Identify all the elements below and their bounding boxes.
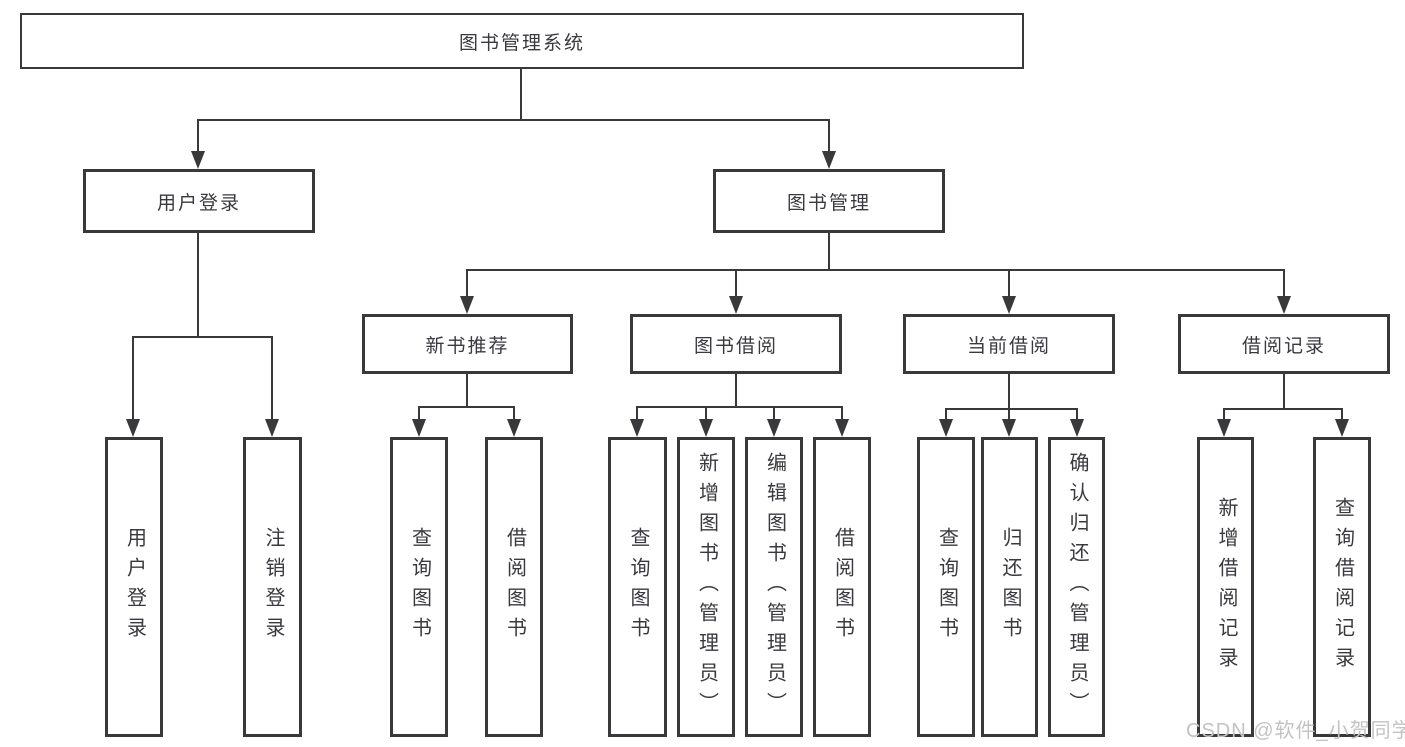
connector-line	[1283, 269, 1285, 298]
connector-line	[132, 336, 273, 338]
leaf-query-book: 查询图书	[917, 437, 975, 737]
csdn-watermark: CSDN @软件_小贺同学	[1186, 720, 1405, 742]
leaf-label: 确认归还（管理员）	[1066, 452, 1088, 722]
connector-line	[1008, 374, 1010, 410]
connector-line	[197, 233, 199, 338]
arrow-down-icon	[191, 151, 205, 169]
leaf-query-borrow-record: 查询借阅记录	[1313, 437, 1371, 737]
arrow-down-icon	[507, 419, 521, 437]
connector-line	[1008, 408, 1010, 421]
connector-line	[828, 233, 830, 271]
leaf-label: 编辑图书（管理员）	[763, 452, 786, 722]
node-library-system: 图书管理系统	[20, 13, 1024, 69]
connector-line	[828, 119, 830, 153]
leaf-borrow-book: 借阅图书	[813, 437, 871, 737]
leaf-label: 借阅图书	[503, 527, 526, 647]
connector-line	[1223, 408, 1225, 421]
connector-line	[1008, 269, 1010, 298]
connector-line	[418, 406, 420, 421]
connector-line	[466, 374, 468, 408]
connector-line	[1341, 408, 1343, 421]
arrow-down-icon	[729, 296, 743, 314]
node-book-borrow: 图书借阅	[630, 314, 842, 374]
connector-line	[466, 269, 468, 298]
leaf-label: 新增图书（管理员）	[695, 452, 718, 722]
connector-line	[841, 406, 843, 421]
leaf-label: 归还图书	[999, 527, 1021, 647]
arrow-down-icon	[1002, 419, 1016, 437]
leaf-borrow-book: 借阅图书	[485, 437, 543, 737]
arrow-down-icon	[460, 296, 474, 314]
arrow-down-icon	[835, 419, 849, 437]
node-user-login: 用户登录	[83, 169, 315, 233]
leaf-label: 查询图书	[408, 527, 431, 647]
leaf-label: 新增借阅记录	[1215, 497, 1237, 677]
connector-line	[636, 406, 638, 421]
connector-line	[197, 119, 830, 121]
arrow-down-icon	[822, 151, 836, 169]
connector-line	[520, 69, 522, 121]
connector-line	[945, 408, 947, 421]
leaf-label: 查询图书	[627, 527, 649, 647]
leaf-add-book-admin: 新增图书（管理员）	[677, 437, 735, 737]
arrow-down-icon	[126, 419, 140, 437]
connector-line	[418, 406, 515, 408]
connector-line	[735, 269, 737, 298]
leaf-label: 查询图书	[935, 527, 958, 647]
arrow-down-icon	[1217, 419, 1231, 437]
connector-line	[1076, 408, 1078, 421]
connector-line	[132, 336, 134, 421]
arrow-down-icon	[767, 419, 781, 437]
arrow-down-icon	[265, 419, 279, 437]
leaf-label: 用户登录	[123, 527, 146, 647]
connector-line	[271, 336, 273, 421]
connector-line	[1223, 408, 1343, 410]
leaf-label: 查询借阅记录	[1331, 497, 1354, 677]
arrow-down-icon	[630, 419, 644, 437]
node-new-book-recommend: 新书推荐	[362, 314, 573, 374]
leaf-query-book: 查询图书	[390, 437, 448, 737]
arrow-down-icon	[699, 419, 713, 437]
arrow-down-icon	[1070, 419, 1084, 437]
node-current-borrow: 当前借阅	[903, 314, 1115, 374]
leaf-add-borrow-record: 新增借阅记录	[1197, 437, 1254, 737]
connector-line	[466, 269, 1285, 271]
node-book-management: 图书管理	[713, 169, 945, 233]
leaf-label: 注销登录	[262, 527, 284, 647]
connector-line	[636, 406, 843, 408]
leaf-query-book: 查询图书	[608, 437, 667, 737]
connector-line	[197, 119, 199, 153]
arrow-down-icon	[1335, 419, 1349, 437]
connector-line	[1283, 374, 1285, 410]
connector-line	[735, 374, 737, 408]
connector-line	[705, 406, 707, 421]
leaf-label: 借阅图书	[831, 527, 854, 647]
leaf-edit-book-admin: 编辑图书（管理员）	[745, 437, 803, 737]
arrow-down-icon	[412, 419, 426, 437]
leaf-confirm-return-admin: 确认归还（管理员）	[1048, 437, 1105, 737]
arrow-down-icon	[939, 419, 953, 437]
leaf-logout: 注销登录	[243, 437, 302, 737]
arrow-down-icon	[1002, 296, 1016, 314]
connector-line	[945, 408, 1078, 410]
connector-line	[513, 406, 515, 421]
node-borrow-record: 借阅记录	[1178, 314, 1390, 374]
leaf-return-book: 归还图书	[981, 437, 1038, 737]
leaf-user-login: 用户登录	[105, 437, 163, 737]
arrow-down-icon	[1277, 296, 1291, 314]
connector-line	[773, 406, 775, 421]
